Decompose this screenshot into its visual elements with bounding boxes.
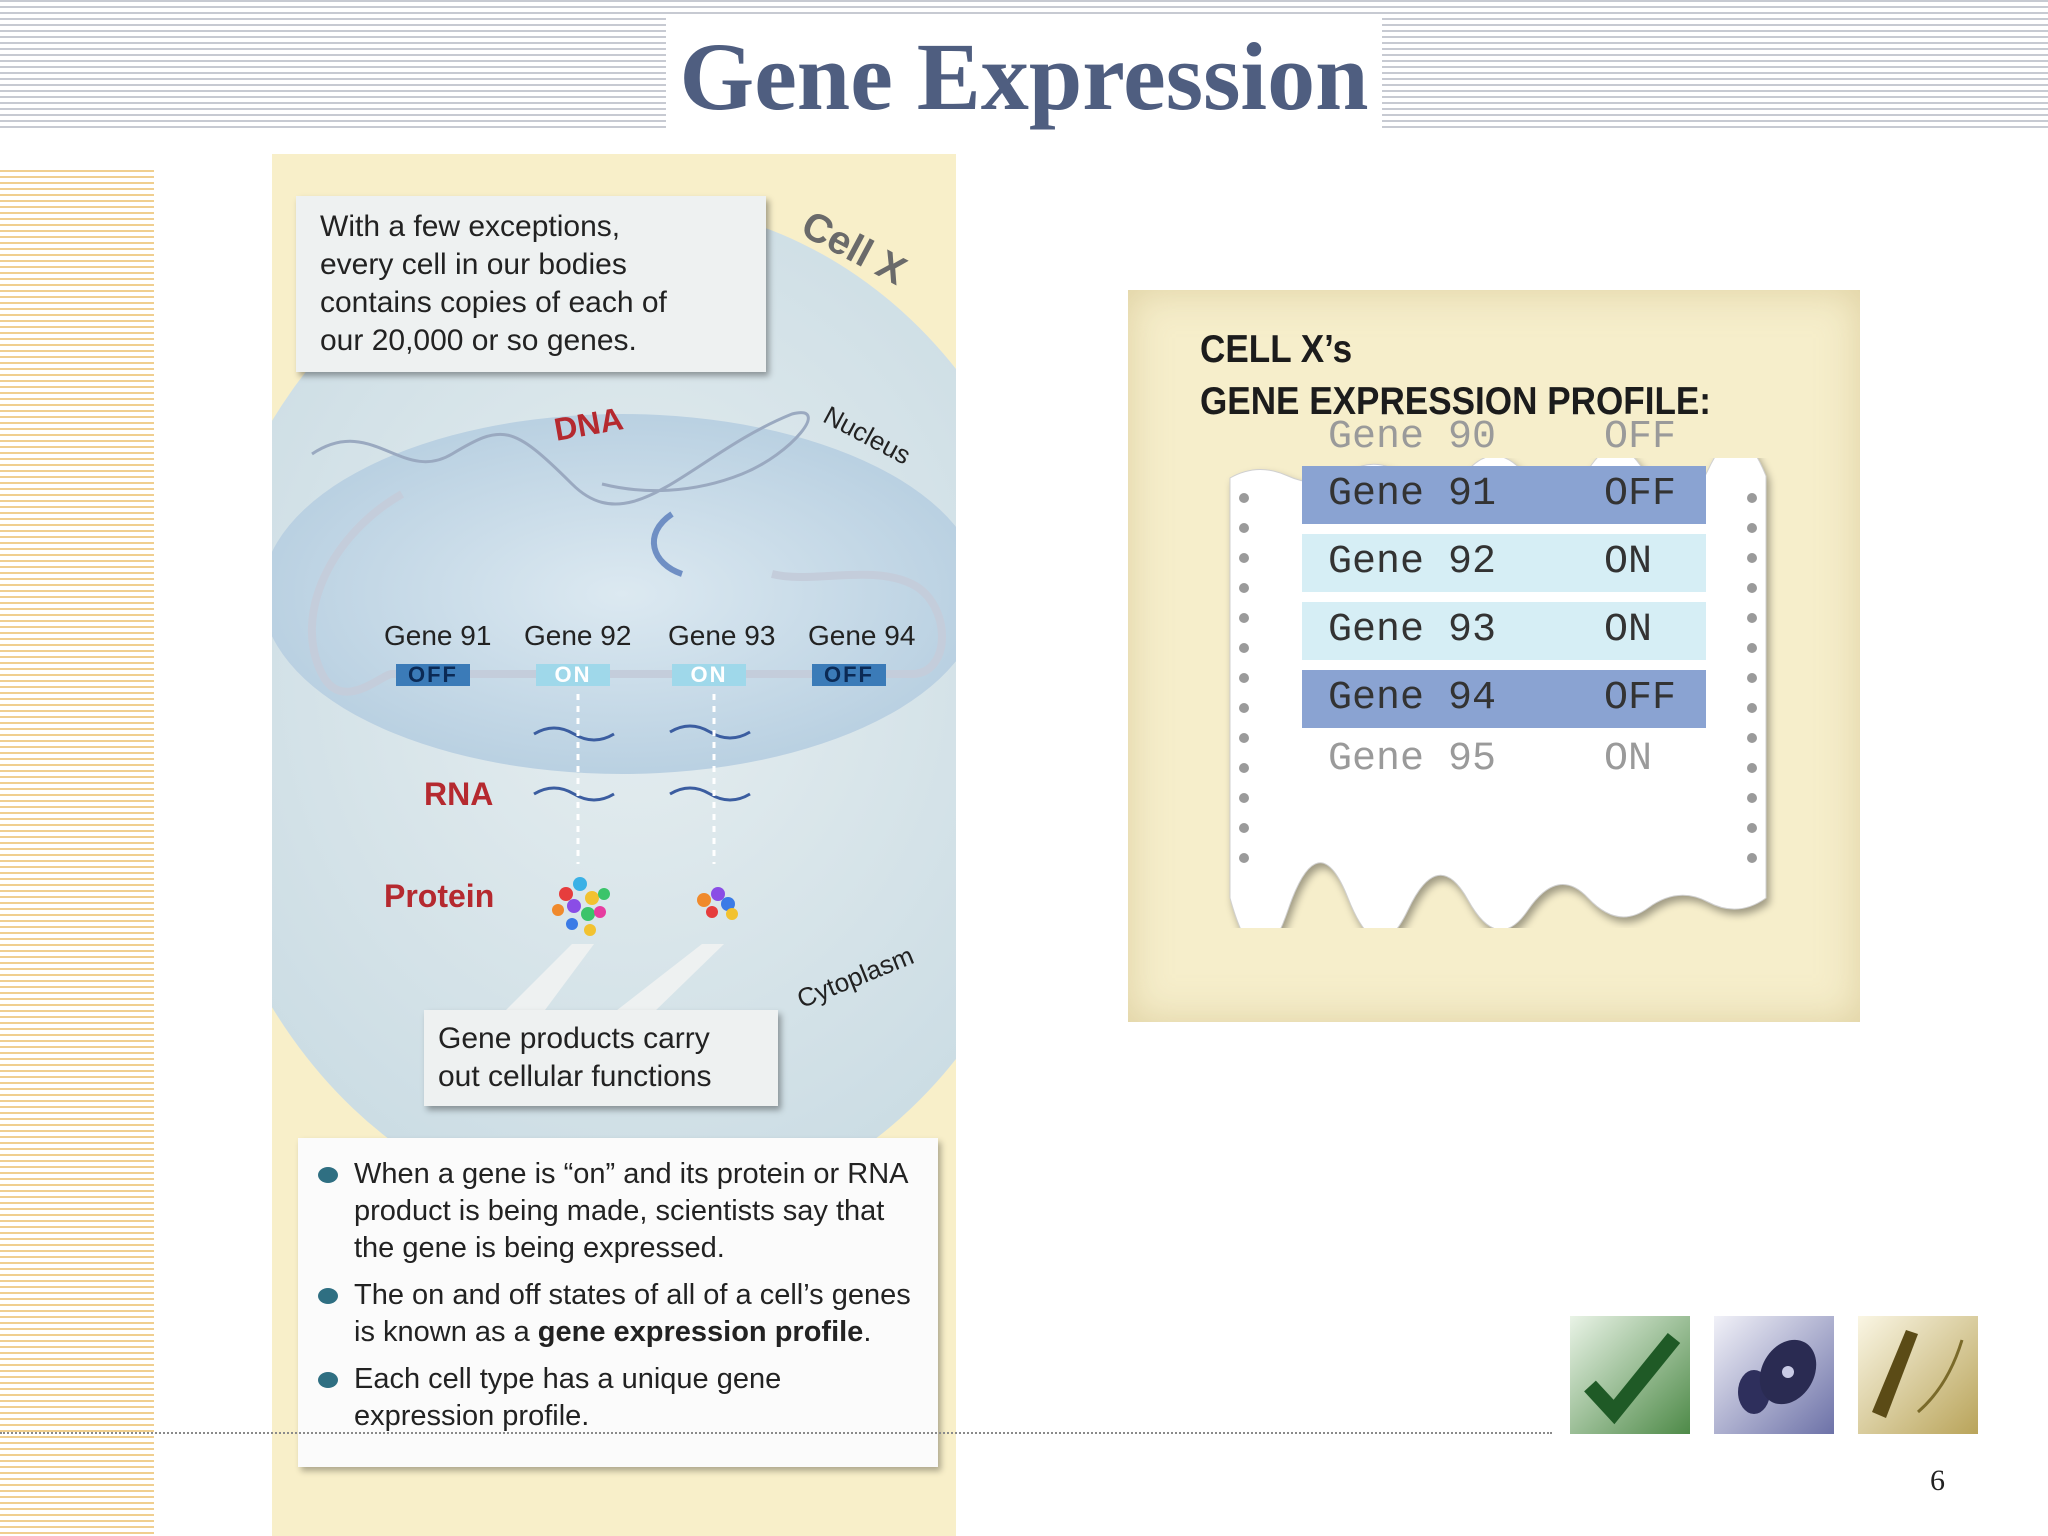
profile-row-gene93: Gene 93 ON (1302, 602, 1706, 660)
bullet-dot-icon (318, 1167, 338, 1183)
bullet-2: The on and off states of all of a cell’s… (314, 1277, 922, 1351)
bullet-2-text-after: . (863, 1316, 872, 1348)
pointer-1 (502, 944, 594, 1014)
bullet-1-text: When a gene is “on” and its protein or R… (354, 1158, 907, 1264)
rna-label: RNA (424, 776, 494, 812)
page-number: 6 (1930, 1464, 1945, 1497)
row-gene: Gene 94 (1328, 676, 1497, 721)
row-state: ON (1604, 737, 1653, 770)
footer-dotted-line (0, 1432, 1552, 1434)
row-gene: Gene 93 (1328, 608, 1497, 653)
slide-title: Gene Expression (665, 18, 1383, 136)
intro-line-4: our 20,000 or so genes. (320, 324, 637, 357)
gene-expression-profile-panel: CELL X’s GENE EXPRESSION PROFILE: Gene 9… (1128, 290, 1860, 1022)
gene93-on-tag: ON (672, 664, 746, 686)
green-check-icon[interactable] (1570, 1316, 1690, 1434)
profile-title-line-2: GENE EXPRESSION PROFILE: (1200, 380, 1712, 423)
gene93-label: Gene 93 (668, 620, 776, 651)
profile-row-gene95: Gene 95 ON (1302, 736, 1706, 770)
row-gene: Gene 90 (1328, 418, 1497, 458)
products-line-1: Gene products carry (438, 1022, 710, 1055)
bullet-3: Each cell type has a unique gene express… (314, 1361, 922, 1435)
dna-helix (308, 490, 946, 696)
gene92-label: Gene 92 (524, 620, 632, 651)
protein-cluster-1 (552, 877, 610, 936)
gene91-off-tag: OFF (396, 664, 470, 686)
protein-label: Protein (384, 878, 495, 914)
bullet-2-bold-term: gene expression profile (537, 1316, 864, 1348)
nucleus (272, 414, 956, 774)
left-stripe-band (0, 170, 154, 1536)
bullet-2-text-before: The on and off states of all of a cell’s… (354, 1279, 911, 1348)
intro-callout: With a few exceptions, every cell in our… (296, 196, 766, 372)
rna-strands (533, 724, 751, 802)
disc-icon[interactable] (1714, 1316, 1834, 1434)
bullet-list: When a gene is “on” and its protein or R… (298, 1138, 938, 1467)
row-state: ON (1604, 540, 1653, 585)
profile-row-gene94: Gene 94 OFF (1302, 670, 1706, 728)
gene94-off-tag: OFF (812, 664, 886, 686)
products-line-2: out cellular functions (438, 1060, 712, 1093)
row-state: OFF (1604, 418, 1677, 458)
pointer-2 (612, 944, 724, 1014)
perforation-holes-icon (1239, 493, 1757, 863)
protein-cluster-2 (697, 887, 738, 920)
row-state: OFF (1604, 472, 1677, 517)
bullet-3-text: Each cell type has a unique gene express… (354, 1363, 782, 1432)
bullet-dot-icon (318, 1372, 338, 1388)
profile-row-gene92: Gene 92 ON (1302, 534, 1706, 592)
profile-row-gene91: Gene 91 OFF (1302, 466, 1706, 524)
row-state: OFF (1604, 676, 1677, 721)
row-gene: Gene 91 (1328, 472, 1497, 517)
row-gene: Gene 95 (1328, 737, 1497, 770)
row-state: ON (1604, 608, 1653, 653)
dna-end (650, 511, 684, 577)
bullet-dot-icon (318, 1288, 338, 1304)
cell-diagram (272, 204, 956, 1224)
pen-icon[interactable] (1858, 1316, 1978, 1434)
bullet-1: When a gene is “on” and its protein or R… (314, 1156, 922, 1267)
profile-title-line-1: CELL X’s (1200, 328, 1353, 371)
dna-strand (311, 411, 810, 506)
products-callout: Gene products carry out cellular functio… (424, 1010, 778, 1106)
gene91-label: Gene 91 (384, 620, 492, 651)
profile-row-gene90: Gene 90 OFF (1302, 418, 1706, 458)
gene-expression-figure: With a few exceptions, every cell in our… (272, 154, 956, 1536)
gene92-on-tag: ON (536, 664, 610, 686)
intro-line-1: With a few exceptions, (320, 210, 621, 243)
intro-line-2: every cell in our bodies (320, 248, 627, 281)
row-gene: Gene 92 (1328, 540, 1497, 585)
profile-title: CELL X’s GENE EXPRESSION PROFILE: (1200, 324, 1711, 428)
gene94-label: Gene 94 (808, 620, 916, 651)
intro-line-3: contains copies of each of (320, 286, 667, 319)
